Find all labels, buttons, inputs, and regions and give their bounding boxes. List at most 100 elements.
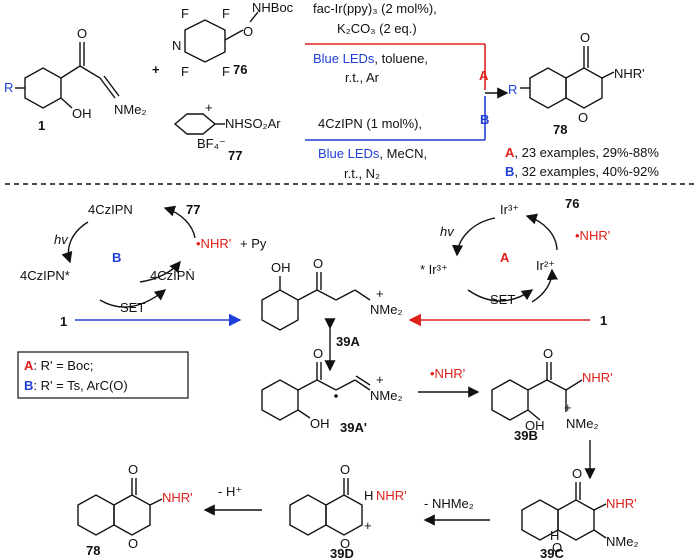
legend-b: B: R' = Ts, ArC(O) — [24, 378, 128, 393]
i39b-nme2: NMe₂ — [566, 416, 599, 431]
i39ap-label: 39A' — [340, 420, 367, 435]
route-a-conditions: fac-Ir(ppy)₃ (2 mol%), K₂CO₃ (2 eq.) Blu… — [313, 1, 437, 85]
intermediate-39a: OH O NMe₂ + 39A — [261, 256, 403, 349]
i39a-oh: OH — [271, 260, 291, 275]
r76-f2: F — [222, 6, 230, 21]
legend-a: A: R' = Boc; — [24, 358, 93, 373]
r76-o: O — [243, 24, 253, 39]
minus-h-label: - H⁺ — [218, 484, 242, 499]
i39c-h: H — [550, 528, 559, 543]
plus-sign: + — [152, 62, 160, 77]
cb-hv: hv — [54, 232, 69, 247]
i39ap-n: NMe₂ — [370, 388, 403, 403]
route-b-blue-leds: Blue LEDs — [318, 146, 380, 161]
sub1-o: O — [77, 26, 87, 41]
r77-nplus: + — [205, 100, 213, 115]
ca-substrate: 1 — [600, 313, 607, 328]
summary-a-text: , 23 examples, 29%-88% — [514, 145, 659, 160]
i39ap-oh: OH — [310, 416, 330, 431]
i39ap-o: O — [313, 346, 323, 361]
sub1-nme2: NMe₂ — [114, 102, 147, 117]
summary-a-letter: A — [505, 145, 515, 160]
legend-b-text: : R' = Ts, ArC(O) — [33, 378, 127, 393]
i39d-label: 39D — [330, 546, 354, 560]
i39a-n-atom: N — [370, 302, 379, 317]
sub1-oh: OH — [72, 106, 92, 121]
f78-label: 78 — [86, 543, 100, 558]
route-a-cond2: K₂CO₃ (2 eq.) — [337, 21, 417, 36]
substrate-1-structure: O R OH NMe₂ 1 — [4, 26, 147, 133]
i39c-o: O — [572, 466, 582, 481]
route-a-solvent: , toluene, — [374, 51, 428, 66]
i39b-label: 39B — [514, 428, 538, 443]
r76-f1: F — [181, 6, 189, 21]
route-a-cond4: r.t., Ar — [345, 70, 380, 85]
route-b-cond3: r.t., N₂ — [344, 166, 380, 181]
i39c-ring-o: O — [552, 540, 562, 555]
ca-hv: hv — [440, 224, 455, 239]
ca-ir3: Ir³⁺ — [500, 202, 519, 217]
p78-nhr: NHR' — [614, 66, 645, 81]
cb-letter: B — [112, 250, 121, 265]
route-b-conditions: 4CzIPN (1 mol%), Blue LEDs, MeCN, r.t., … — [318, 116, 427, 181]
sub1-label: 1 — [38, 118, 45, 133]
legend-a-text: : R' = Boc; — [33, 358, 93, 373]
i39d-plus: + — [364, 518, 372, 533]
r76-n: N — [172, 38, 181, 53]
f78-ring-o: O — [128, 536, 138, 551]
legend-box: A: R' = Boc; B: R' = Ts, ArC(O) — [17, 351, 189, 399]
intermediate-39c: O NHR' NMe₂ O H 39C — [521, 466, 639, 560]
r76-label: 76 — [233, 62, 247, 77]
ca-reagent: 76 — [565, 196, 579, 211]
legend-a-letter: A — [24, 358, 34, 373]
i39ap-n-atom: N — [370, 388, 379, 403]
ca-letter: A — [500, 250, 510, 265]
i39a-n: NMe₂ — [370, 302, 403, 317]
route-a-cond1: fac-Ir(ppy)₃ (2 mol%), — [313, 1, 437, 16]
i39c-nhr: NHR' — [606, 496, 637, 511]
p78-o: O — [580, 30, 590, 45]
i39c-nme2: NMe₂ — [606, 534, 639, 549]
i39d-h: H — [364, 488, 373, 503]
cb-substrate: 1 — [60, 314, 67, 329]
r77-nhso2ar: NHSO₂Ar — [225, 116, 281, 131]
route-a-blue-leds: Blue LEDs — [313, 51, 375, 66]
i39d-nhr: NHR' — [376, 488, 407, 503]
cb-cat-excited: 4CzIPN* — [20, 268, 70, 283]
i39d-ring-o: O — [340, 536, 350, 551]
i39a-nme2: Me₂ — [379, 302, 402, 317]
cycle-a: Ir³⁺ * Ir³⁺ Ir²⁺ hv A 76 •NHR' SET — [420, 196, 610, 307]
cb-set: SET — [120, 300, 145, 315]
legend-b-letter: B — [24, 378, 33, 393]
cb-cat: 4CzIPN — [88, 202, 133, 217]
r77-label: 77 — [228, 148, 242, 163]
route-a-letter: A — [479, 68, 489, 83]
route-b-cond2: Blue LEDs, MeCN, — [318, 146, 427, 161]
i39c-label: 39C — [540, 546, 564, 560]
r76-f3: F — [181, 64, 189, 79]
intermediate-39d: O H NHR' O + 39D — [289, 462, 407, 560]
route-a-cond3: Blue LEDs, toluene, — [313, 51, 428, 66]
i39ap-nme2: Me₂ — [379, 388, 402, 403]
product-78-final: O NHR' O 78 — [77, 462, 193, 558]
radical-add-label: •NHR' — [430, 366, 465, 381]
intermediate-39b: O NHR' OH NMe₂ + 39B — [491, 346, 613, 443]
r76-nhboc: NHBoc — [252, 0, 294, 15]
ca-ir3-excited: * Ir³⁺ — [420, 262, 448, 277]
i39ap-plus: + — [376, 372, 384, 387]
cb-reagent: 77 — [186, 202, 200, 217]
r76-f4: F — [222, 64, 230, 79]
sub1-r: R — [4, 80, 13, 95]
cb-cat-reduced: 4CzIPṄ — [150, 268, 195, 283]
summary-b-letter: B — [505, 164, 514, 179]
reagent-77-structure: + NHSO₂Ar BF₄⁻ 77 — [173, 100, 281, 163]
r77-bf4: BF₄⁻ — [197, 136, 226, 151]
reagent-76-structure: F F N F F O NHBoc 76 — [172, 0, 294, 79]
route-summaries: A, 23 examples, 29%-88% B, 32 examples, … — [505, 145, 659, 179]
i39b-plus: + — [564, 400, 572, 415]
route-b-cond1: 4CzIPN (1 mol%), — [318, 116, 422, 131]
i39a-plus: + — [376, 286, 384, 301]
product-78-structure: O NHR' O R 78 — [508, 30, 645, 137]
summary-a: A, 23 examples, 29%-88% — [505, 145, 659, 160]
